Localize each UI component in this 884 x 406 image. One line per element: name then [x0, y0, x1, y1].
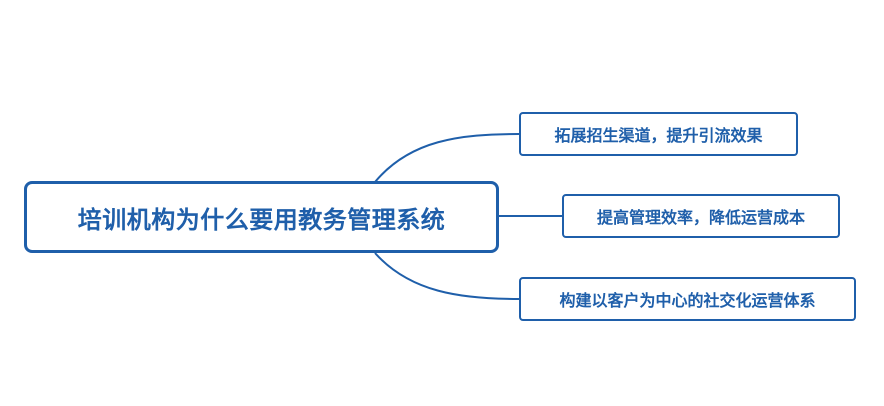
branch-topic-label: 拓展招生渠道，提升引流效果 — [554, 126, 763, 145]
branch-topic-label: 提高管理效率，降低运营成本 — [596, 208, 805, 227]
connector-branch-3 — [374, 252, 520, 300]
branch-topic-label: 构建以客户为中心的社交化运营体系 — [559, 291, 816, 310]
branch-topic-3: 构建以客户为中心的社交化运营体系 — [519, 277, 856, 321]
root-topic-label: 培训机构为什么要用教务管理系统 — [77, 205, 446, 234]
root-topic: 培训机构为什么要用教务管理系统 — [24, 181, 499, 253]
branch-topic-1: 拓展招生渠道，提升引流效果 — [519, 112, 798, 156]
connector-branch-1 — [374, 133, 520, 183]
branch-topic-2: 提高管理效率，降低运营成本 — [562, 194, 840, 238]
